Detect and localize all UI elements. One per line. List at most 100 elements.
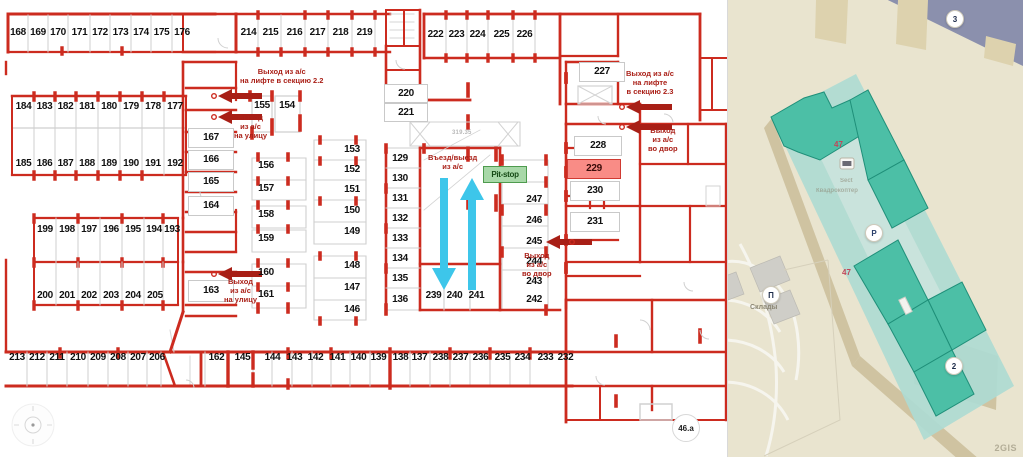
unit-180[interactable]: 180 (101, 101, 117, 112)
unit-187[interactable]: 187 (57, 158, 74, 169)
unit-161[interactable]: 161 (258, 289, 274, 300)
unit-244[interactable]: 244 (526, 256, 542, 267)
unit-186[interactable]: 186 (36, 158, 53, 169)
unit-160[interactable]: 160 (258, 267, 274, 278)
unit-143[interactable]: 143 (286, 351, 303, 363)
unit-149[interactable]: 149 (344, 226, 360, 237)
unit-202[interactable]: 202 (81, 290, 97, 301)
unit-151[interactable]: 151 (344, 184, 360, 195)
unit-225[interactable]: 225 (493, 29, 510, 40)
unit-163[interactable]: 163 (188, 280, 234, 302)
unit-146[interactable]: 146 (344, 304, 360, 315)
unit-208[interactable]: 208 (110, 351, 126, 363)
unit-221[interactable]: 221 (384, 103, 428, 122)
unit-233[interactable]: 233 (537, 351, 554, 363)
unit-204[interactable]: 204 (125, 290, 141, 301)
unit-247[interactable]: 247 (526, 194, 542, 205)
unit-162[interactable]: 162 (208, 351, 225, 363)
unit-135[interactable]: 135 (392, 272, 408, 284)
unit-181[interactable]: 181 (79, 101, 95, 112)
unit-217[interactable]: 217 (309, 27, 326, 38)
unit-173[interactable]: 173 (112, 27, 129, 38)
unit-177[interactable]: 177 (167, 101, 183, 112)
unit-245[interactable]: 245 (526, 236, 542, 247)
unit-232[interactable]: 232 (557, 351, 574, 363)
unit-213[interactable]: 213 (9, 351, 25, 363)
unit-236[interactable]: 236 (472, 351, 489, 363)
unit-159[interactable]: 159 (258, 233, 274, 244)
unit-141[interactable]: 141 (329, 351, 346, 363)
unit-150[interactable]: 150 (344, 205, 360, 216)
unit-192[interactable]: 192 (167, 158, 183, 169)
map-pin-parking[interactable]: P (865, 224, 883, 242)
unit-212[interactable]: 212 (29, 351, 45, 363)
unit-218[interactable]: 218 (332, 27, 349, 38)
unit-201[interactable]: 201 (59, 290, 75, 301)
unit-194[interactable]: 194 (146, 224, 162, 235)
unit-156[interactable]: 156 (258, 160, 274, 171)
floorplan-panel[interactable]: 168 169 170 171 172 173 174 175 176 214 … (0, 0, 728, 457)
unit-189[interactable]: 189 (101, 158, 117, 169)
unit-229-selected[interactable]: 229 (567, 159, 621, 179)
satellite-map-panel[interactable]: 3 P 2 П Склады Квадрокоптер Sect 47 47 2… (728, 0, 1023, 457)
unit-239[interactable]: 239 (425, 290, 442, 301)
unit-170[interactable]: 170 (50, 27, 66, 38)
unit-209[interactable]: 209 (90, 351, 106, 363)
unit-pitstop[interactable]: Pit-stop (483, 166, 527, 183)
unit-226[interactable]: 226 (516, 29, 533, 40)
unit-167[interactable]: 167 (188, 128, 234, 148)
unit-220[interactable]: 220 (384, 84, 428, 103)
unit-231[interactable]: 231 (570, 212, 620, 232)
unit-196[interactable]: 196 (103, 224, 119, 235)
unit-240[interactable]: 240 (446, 290, 463, 301)
unit-165[interactable]: 165 (188, 172, 234, 192)
node-marker-46a[interactable]: 46.а (672, 414, 700, 442)
unit-133[interactable]: 133 (392, 232, 408, 244)
unit-227[interactable]: 227 (579, 62, 625, 82)
unit-152[interactable]: 152 (344, 164, 360, 175)
unit-145[interactable]: 145 (234, 351, 251, 363)
unit-130[interactable]: 130 (392, 172, 408, 184)
unit-243[interactable]: 243 (526, 276, 542, 287)
unit-153[interactable]: 153 (344, 144, 360, 155)
unit-178[interactable]: 178 (145, 101, 161, 112)
unit-188[interactable]: 188 (79, 158, 95, 169)
unit-215[interactable]: 215 (262, 27, 279, 38)
unit-197[interactable]: 197 (81, 224, 97, 235)
unit-175[interactable]: 175 (153, 27, 170, 38)
unit-193[interactable]: 193 (164, 224, 180, 235)
unit-238[interactable]: 238 (432, 351, 449, 363)
unit-134[interactable]: 134 (392, 252, 408, 264)
unit-230[interactable]: 230 (570, 181, 620, 201)
unit-172[interactable]: 172 (92, 27, 108, 38)
unit-216[interactable]: 216 (286, 27, 303, 38)
unit-185[interactable]: 185 (15, 158, 32, 169)
unit-223[interactable]: 223 (448, 29, 465, 40)
unit-131[interactable]: 131 (392, 192, 408, 204)
unit-234[interactable]: 234 (514, 351, 531, 363)
unit-136[interactable]: 136 (392, 293, 408, 305)
unit-129[interactable]: 129 (392, 152, 408, 164)
unit-140[interactable]: 140 (350, 351, 367, 363)
unit-147[interactable]: 147 (344, 282, 360, 293)
unit-198[interactable]: 198 (59, 224, 75, 235)
map-pin-2[interactable]: 2 (945, 357, 963, 375)
unit-242[interactable]: 242 (526, 294, 542, 305)
unit-199[interactable]: 199 (37, 224, 53, 235)
unit-241[interactable]: 241 (468, 290, 485, 301)
map-pin-warehouse[interactable]: П (762, 286, 780, 304)
unit-205[interactable]: 205 (147, 290, 163, 301)
unit-168[interactable]: 168 (10, 27, 26, 38)
unit-138[interactable]: 138 (392, 351, 409, 363)
unit-142[interactable]: 142 (307, 351, 324, 363)
unit-174[interactable]: 174 (133, 27, 149, 38)
unit-237[interactable]: 237 (452, 351, 469, 363)
unit-132[interactable]: 132 (392, 212, 408, 224)
unit-182[interactable]: 182 (57, 101, 74, 112)
unit-164[interactable]: 164 (188, 196, 234, 216)
unit-139[interactable]: 139 (370, 351, 387, 363)
unit-228[interactable]: 228 (574, 136, 622, 156)
unit-191[interactable]: 191 (145, 158, 161, 169)
unit-184[interactable]: 184 (15, 101, 32, 112)
unit-179[interactable]: 179 (123, 101, 139, 112)
